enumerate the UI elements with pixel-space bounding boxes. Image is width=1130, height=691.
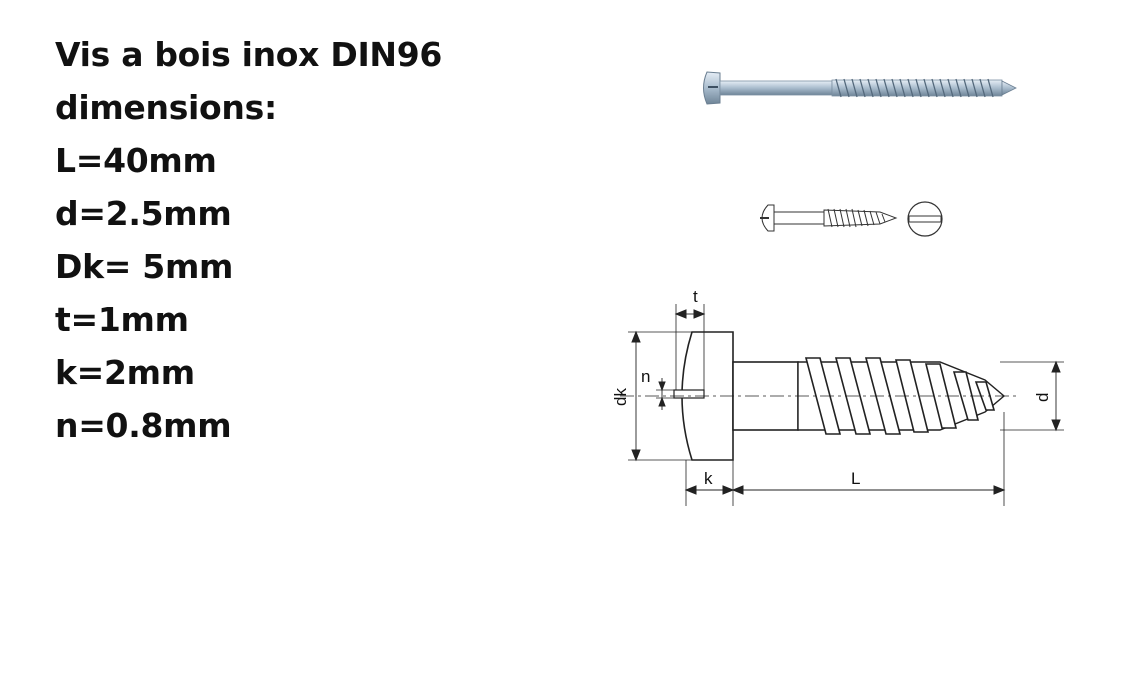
spec-head-diameter: Dk= 5mm (55, 247, 234, 286)
spec-slot-width: n=0.8mm (55, 406, 232, 445)
technical-drawing (620, 304, 1064, 506)
screw-photo (703, 71, 1017, 105)
screw-top-view (907, 201, 943, 237)
label-t: t (693, 287, 698, 306)
label-L: L (851, 469, 860, 488)
spec-list: Vis a bois inox DIN96 dimensions: L=40mm… (55, 28, 442, 452)
label-d: d (1033, 393, 1052, 402)
label-n: n (641, 367, 650, 386)
spec-head-height: k=2mm (55, 353, 195, 392)
spec-length: L=40mm (55, 141, 217, 180)
spec-diameter: d=2.5mm (55, 194, 232, 233)
spec-slot-depth: t=1mm (55, 300, 189, 339)
spec-title: Vis a bois inox DIN96 (55, 35, 443, 74)
label-dk: dk (611, 388, 630, 406)
screw-side-view (760, 204, 898, 232)
label-k: k (704, 469, 713, 488)
spec-subtitle: dimensions: (55, 88, 277, 127)
